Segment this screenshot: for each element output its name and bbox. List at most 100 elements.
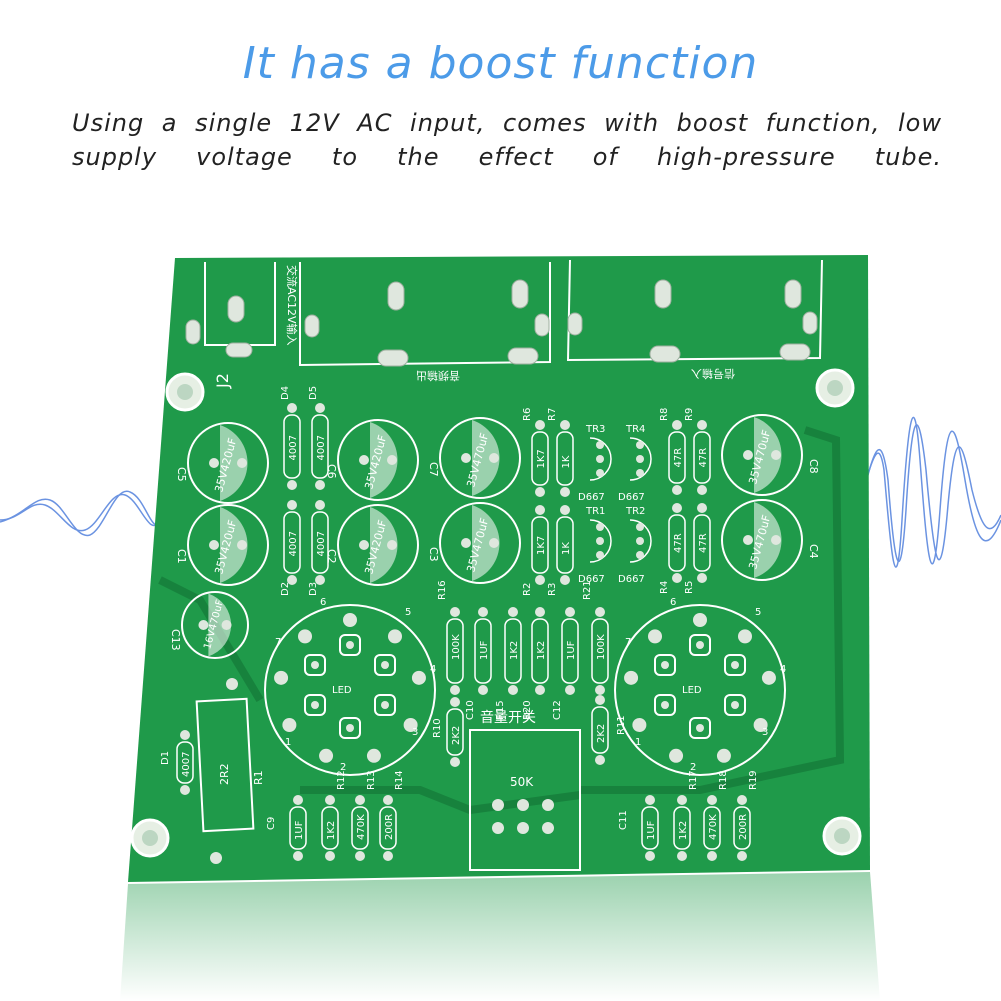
trace-left: [158, 576, 264, 703]
transistor-pad: [596, 441, 604, 449]
capacitor-pad: [489, 453, 499, 463]
bottom-left-c9-pad-bottom: [293, 851, 303, 861]
resistor-r10-outline: [446, 708, 464, 756]
output-pad-1: [387, 281, 405, 311]
capacitor-pad: [209, 540, 219, 550]
mid-c12-outline: [561, 618, 579, 684]
mid-ref-r20: R20: [522, 700, 533, 720]
capacitor-c4: [721, 499, 803, 581]
socket-pin-number: 1: [635, 737, 641, 748]
socket-pin-pad: [761, 670, 776, 685]
bottom-left-r14-pad-bottom: [383, 851, 393, 861]
resistor-value-r6: 1K7: [536, 449, 547, 468]
pcb-substrate: [128, 255, 870, 882]
transistor-value-tr2: D667: [618, 574, 645, 585]
resistor-r3-pad-bottom: [560, 575, 570, 585]
socket-pin-pad: [753, 718, 768, 732]
mid-r15-pad-top: [508, 607, 518, 617]
socket-pin-pad: [632, 718, 647, 732]
resistor-r2-outline: [531, 516, 549, 574]
socket-inner-hole: [311, 701, 319, 709]
headline: It has a boost function: [242, 38, 759, 89]
bottom-right-c11-pad-top: [645, 795, 655, 805]
signal-pad-2: [784, 279, 802, 309]
capacitor-c8: [721, 414, 803, 496]
diode-ref-d1: D1: [160, 751, 171, 765]
bottom-right-c11-pad-bottom: [645, 851, 655, 861]
diode-d2-pad-bottom: [287, 575, 297, 585]
mount-hole-bl-inner: [142, 830, 158, 846]
mounting-holes: [130, 368, 862, 858]
resistor-value-r10: 2K2: [451, 726, 462, 745]
socket-inner-pad: [374, 654, 396, 676]
capacitor-c1: [187, 504, 269, 586]
resistor-r1-pad-top: [226, 678, 238, 690]
resistor-r1-pad-bottom: [210, 852, 222, 864]
bottom-right-r17-pad-top: [677, 795, 687, 805]
socket-inner-pad: [339, 717, 361, 739]
resistor-ref-r6: R6: [522, 408, 533, 421]
tube-socket-left-outline: [264, 604, 436, 776]
reflection-fade: [120, 872, 880, 1001]
capacitor-pad: [461, 453, 471, 463]
capacitor-ref-c2: C2: [325, 549, 338, 564]
resistor-r7-pad-top: [560, 420, 570, 430]
diode-d1-pad-bottom: [180, 785, 190, 795]
mid-r15-outline: [504, 618, 522, 684]
transistor-pad: [596, 469, 604, 477]
signal-label: 信号输入: [691, 367, 735, 381]
bottom-left-ref-r13: R13: [366, 770, 377, 790]
output-pad-6: [534, 313, 550, 337]
transistor-outline-tr4: [629, 437, 652, 481]
bottom-left-value-r14: 200R: [384, 814, 395, 840]
capacitor-c3-hatch: [472, 505, 500, 581]
diode-d2-outline: [283, 511, 301, 574]
mid-c12-pad-bottom: [565, 685, 575, 695]
socket-pin-number: 2: [340, 762, 346, 773]
capacitor-c13-hatch: [208, 593, 232, 657]
resistor-ref-r3: R3: [547, 583, 558, 596]
resistor-r5-pad-bottom: [697, 573, 707, 583]
diode-value-d3: 4007: [316, 531, 327, 556]
resistor-ref-r2: R2: [522, 583, 533, 596]
tube-socket-right-outline: [614, 604, 786, 776]
mid-value-c10: 1UF: [479, 640, 490, 660]
socket-pin-number: 7: [275, 637, 281, 648]
bottom-left-r14-pad-top: [383, 795, 393, 805]
socket-inner-hole: [696, 724, 704, 732]
capacitor-c8-hatch: [754, 417, 782, 493]
resistor-r10-pad-bottom: [450, 757, 460, 767]
capacitor-c7-hatch: [472, 420, 500, 496]
mid-r21-pad-bottom: [595, 685, 605, 695]
capacitor-ref-c4: C4: [807, 544, 820, 559]
resistor-r11-outline: [591, 706, 609, 754]
mid-r20-outline: [531, 618, 549, 684]
resistor-ref-r1: R1: [252, 770, 265, 785]
socket-pin-pad: [366, 748, 381, 763]
socket-pin-number: 2: [690, 762, 696, 773]
resistor-value-r11: 2K2: [596, 724, 607, 743]
diode-ref-d2: D2: [280, 582, 291, 596]
mid-value-r16: 100K: [451, 634, 462, 660]
resistor-ref-r8: R8: [659, 408, 670, 421]
capacitor-c5: [187, 422, 269, 504]
capacitor-pad: [461, 538, 471, 548]
connector-label: J2: [213, 373, 232, 389]
transistor-ref-tr3: TR3: [585, 424, 605, 435]
mid-r15-pad-bottom: [508, 685, 518, 695]
socket-pin-number: 6: [670, 597, 676, 608]
capacitor-pad: [387, 540, 397, 550]
input-pad-2: [185, 319, 201, 345]
transistor-pad: [636, 523, 644, 531]
socket-inner-pad: [654, 654, 676, 676]
bottom-right-r18-pad-bottom: [707, 851, 717, 861]
diode-d3-pad-top: [315, 500, 325, 510]
socket-pin-number: 6: [320, 597, 326, 608]
capacitor-c7: [439, 417, 521, 499]
bottom-left-r14-outline: [379, 806, 397, 850]
socket-pin-pad: [343, 613, 357, 627]
mid-ref-r21: R21: [582, 580, 593, 600]
bottom-left-value-r13: 470K: [356, 814, 367, 840]
diode-ref-d3: D3: [308, 582, 319, 596]
transistor-pad: [596, 455, 604, 463]
